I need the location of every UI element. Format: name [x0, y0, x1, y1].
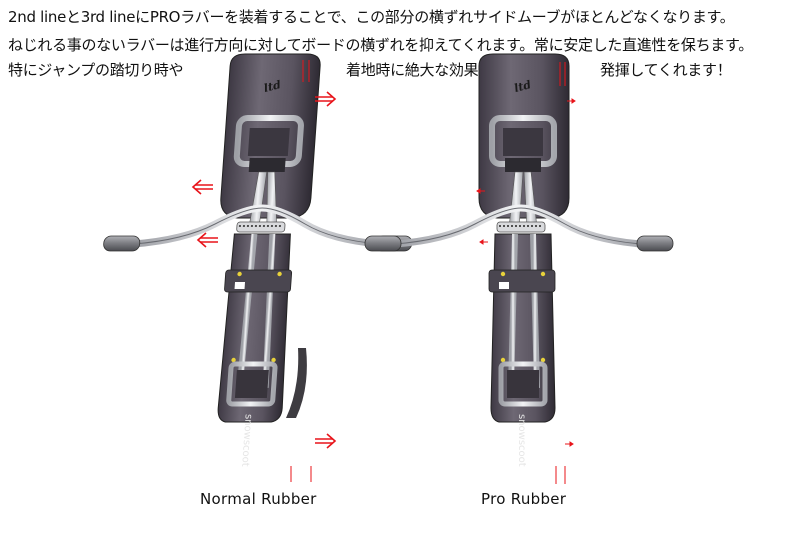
arrow-left-icon	[479, 239, 488, 245]
arrow-left-icon	[191, 179, 213, 195]
normal-slip-arrows	[191, 60, 337, 482]
pro-rubber-caption: Pro Rubber	[481, 490, 567, 508]
description-line-3-part-3: 発揮してくれます！	[600, 61, 732, 79]
pro-rubber-scooter-image	[365, 54, 673, 467]
description-line-3: 特にジャンプの踏切り時や 着地時に絶大な効果を 発揮してくれます！	[8, 61, 732, 79]
pro-slip-arrows	[476, 62, 576, 484]
arrow-left-icon	[476, 188, 485, 194]
normal-rubber-caption: Normal Rubber	[200, 490, 317, 508]
arrow-right-icon	[565, 441, 574, 447]
arrow-right-icon	[567, 98, 576, 104]
description-line-3-part-2: 着地時に絶大な効果を	[346, 61, 494, 79]
arrow-left-icon	[196, 232, 218, 248]
description-line-3-part-1: 特にジャンプの踏切り時や	[8, 61, 184, 79]
normal-rubber-scooter-image	[88, 54, 425, 467]
arrow-right-icon	[315, 91, 337, 107]
description-line-1: 2nd lineと3rd lineにPROラバーを装着することで、この部分の横ず…	[8, 8, 735, 26]
description-line-2: ねじれる事のないラバーは進行方向に対してボードの横ずれを抑えてくれます。常に安定…	[8, 36, 753, 54]
arrow-right-icon	[315, 433, 337, 449]
